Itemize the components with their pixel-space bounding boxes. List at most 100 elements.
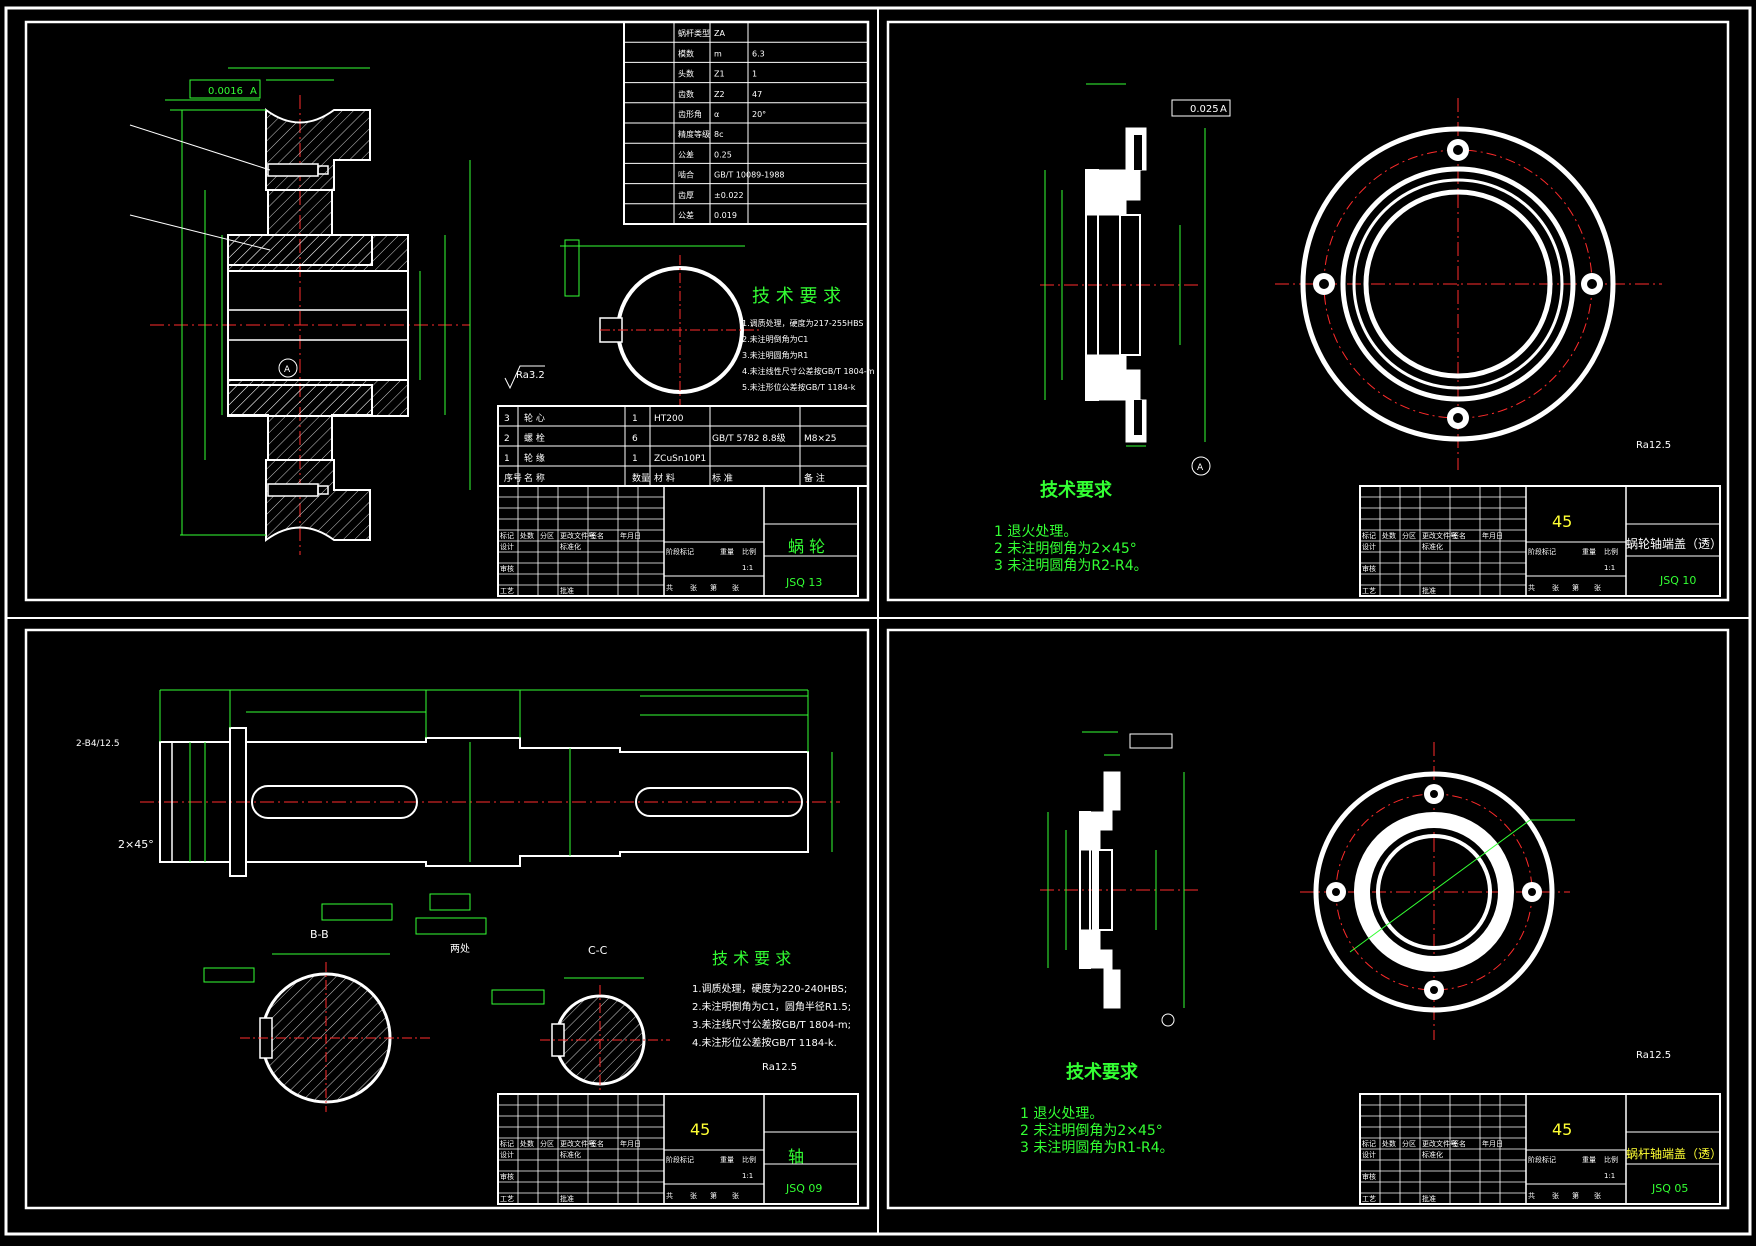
tolerance-value-cover: 0.025: [1190, 104, 1219, 115]
title-block-label: 处数: [520, 531, 534, 540]
tech-items-cover-worm: 1 退火处理。2 未注明倒角为2×45°3 未注明圆角为R1-R4。: [1020, 1106, 1174, 1156]
tech-item: 3 未注明圆角为R1-R4。: [1020, 1140, 1174, 1156]
title-block-label: 重量: [1582, 1156, 1596, 1164]
title-block-scale: 1:1: [742, 1172, 753, 1180]
worm-gear-section-view: 0.0016 A A: [129, 67, 471, 555]
title-block-label: 第: [710, 1191, 717, 1200]
drawing-no-worm-gear: JSQ 13: [785, 576, 822, 589]
gear-param-cell: 0.25: [714, 150, 732, 159]
tech-item: 2 未注明倒角为2×45°: [1020, 1123, 1163, 1139]
drawing-no-cover-worm: JSQ 05: [1651, 1182, 1688, 1195]
bom-cell: 3: [504, 414, 510, 424]
bom-header-cell: 材 料: [654, 472, 675, 484]
bom-cell: 轮 缘: [524, 452, 545, 464]
title-block-label: 第: [1572, 1191, 1579, 1200]
tech-item: 3.未注线尺寸公差按GB/T 1804-m;: [692, 1018, 851, 1031]
title-block-label: 更改文件号: [1422, 1139, 1457, 1148]
section-cc-label: C-C: [588, 944, 608, 957]
gear-param-cell: 齿厚: [678, 191, 694, 200]
datum-label-cover: A: [1220, 104, 1227, 115]
title-block-label: 签名: [1452, 1139, 1466, 1148]
sheet-border-shaft: [24, 628, 870, 1210]
title-block-worm-gear: 标记处数分区更改文件号签名年月日设计标准化阶段标记重量比例审核工艺批准共张第张1…: [497, 485, 859, 597]
title-block-label: 设计: [500, 542, 514, 551]
tech-item: 3.未注明圆角为R1: [742, 350, 808, 360]
gear-param-cell: 蜗杆类型: [678, 28, 710, 38]
title-block-label: 比例: [742, 547, 756, 556]
gear-param-cell: 8c: [714, 130, 724, 139]
bom-cell: 1: [504, 454, 510, 464]
gear-param-cell: 齿形角: [678, 109, 702, 119]
bom-cell: 2: [504, 434, 510, 444]
material-shaft: 45: [690, 1120, 710, 1139]
tolerance-frame-cover: [1171, 99, 1231, 117]
title-block-label: 共: [666, 1191, 673, 1200]
title-block-label: 审核: [500, 1172, 514, 1181]
gear-param-cell: 6.3: [752, 49, 765, 58]
roughness-shaft: Ra12.5: [762, 1062, 797, 1073]
gear-param-cell: 啮合: [678, 170, 694, 180]
title-block-label: 设计: [500, 1150, 514, 1159]
datum-circle: [278, 358, 298, 378]
title-block-label: 设计: [1362, 1150, 1376, 1159]
tech-item: 2.未注明倒角为C1，圆角半径R1.5;: [692, 1000, 851, 1013]
gear-param-cell: ±0.022: [714, 191, 744, 200]
drawing-no-shaft: JSQ 09: [785, 1182, 822, 1195]
gear-param-cell: m: [714, 49, 722, 58]
title-block-label: 张: [732, 583, 739, 592]
title-block-label: 比例: [1604, 547, 1618, 556]
title-block-label: 共: [1528, 583, 1535, 592]
title-block-label: 批准: [1422, 586, 1436, 595]
roughness-symbol: [504, 365, 545, 390]
title-block-label: 张: [1552, 583, 1559, 592]
title-block-label: 标记: [500, 531, 514, 540]
title-block-label: 工艺: [500, 587, 514, 595]
title-block-label: 阶段标记: [666, 1155, 694, 1164]
tech-items-worm-gear: 1.调质处理，硬度为217-255HBS 2.未注明倒角为C1 3.未注明圆角为R1…: [742, 318, 875, 392]
title-block-label: 更改文件号: [560, 1139, 595, 1148]
title-block-label: 共: [1528, 1191, 1535, 1200]
part-name-shaft: 轴: [788, 1147, 804, 1166]
title-block-label: 处数: [1382, 531, 1396, 540]
title-block-label: 处数: [1382, 1139, 1396, 1148]
title-block-label: 审核: [1362, 1172, 1376, 1181]
title-block-label: 张: [1594, 583, 1601, 592]
bom-header-cell: 数量: [632, 472, 650, 484]
title-block-label: 批准: [560, 1194, 574, 1203]
title-block-label: 年月日: [620, 1139, 641, 1148]
chamfer-label: 2×45°: [118, 838, 154, 851]
note-two-places: 两处: [450, 943, 470, 955]
shaft-section-cc: [491, 977, 670, 1095]
tech-item: 2 未注明倒角为2×45°: [994, 541, 1137, 557]
tech-item: 3 未注明圆角为R2-R4。: [994, 558, 1148, 574]
tech-item: 2.未注明倒角为C1: [742, 334, 808, 344]
bom-cell: HT200: [654, 414, 684, 424]
title-block-label: 年月日: [620, 531, 641, 540]
title-block-label: 标准化: [1422, 542, 1443, 551]
title-block-scale: 1:1: [742, 564, 753, 572]
title-block-label: 标记: [1362, 1139, 1376, 1148]
gear-param-cell: ZA: [714, 29, 725, 38]
sheet-border-cover-through: [886, 20, 1730, 602]
bom-header-cell: 名 称: [524, 472, 545, 484]
cover-through-plan-view: [1275, 98, 1662, 470]
gear-param-cell: Z2: [714, 90, 725, 99]
gear-param-cell: 公差: [678, 210, 694, 220]
bom-cell: ZCuSn10P1: [654, 454, 706, 464]
part-name-cover-through: 蜗轮轴端盖（透）: [1626, 536, 1722, 551]
gear-param-cell: 精度等级: [678, 129, 710, 139]
title-block-label: 批准: [560, 586, 574, 595]
tolerance-frame: [189, 79, 261, 99]
part-name-cover-worm: 蜗杆轴端盖（透）: [1626, 1146, 1722, 1161]
title-block-label: 更改文件号: [1422, 531, 1457, 540]
hub-keyway-detail: [560, 239, 760, 405]
title-block-label: 审核: [1362, 564, 1376, 573]
center-hole-label: 2-B4/12.5: [76, 739, 120, 749]
tech-item: 1.调质处理，硬度为217-255HBS: [742, 318, 864, 328]
title-block-label: 张: [1552, 1191, 1559, 1200]
title-block-label: 年月日: [1482, 531, 1503, 540]
title-block-cover-through: 标记处数分区更改文件号签名年月日设计标准化阶段标记重量比例审核工艺批准共张第张1…: [1359, 485, 1721, 597]
roughness-cover-worm: Ra12.5: [1636, 1050, 1671, 1061]
